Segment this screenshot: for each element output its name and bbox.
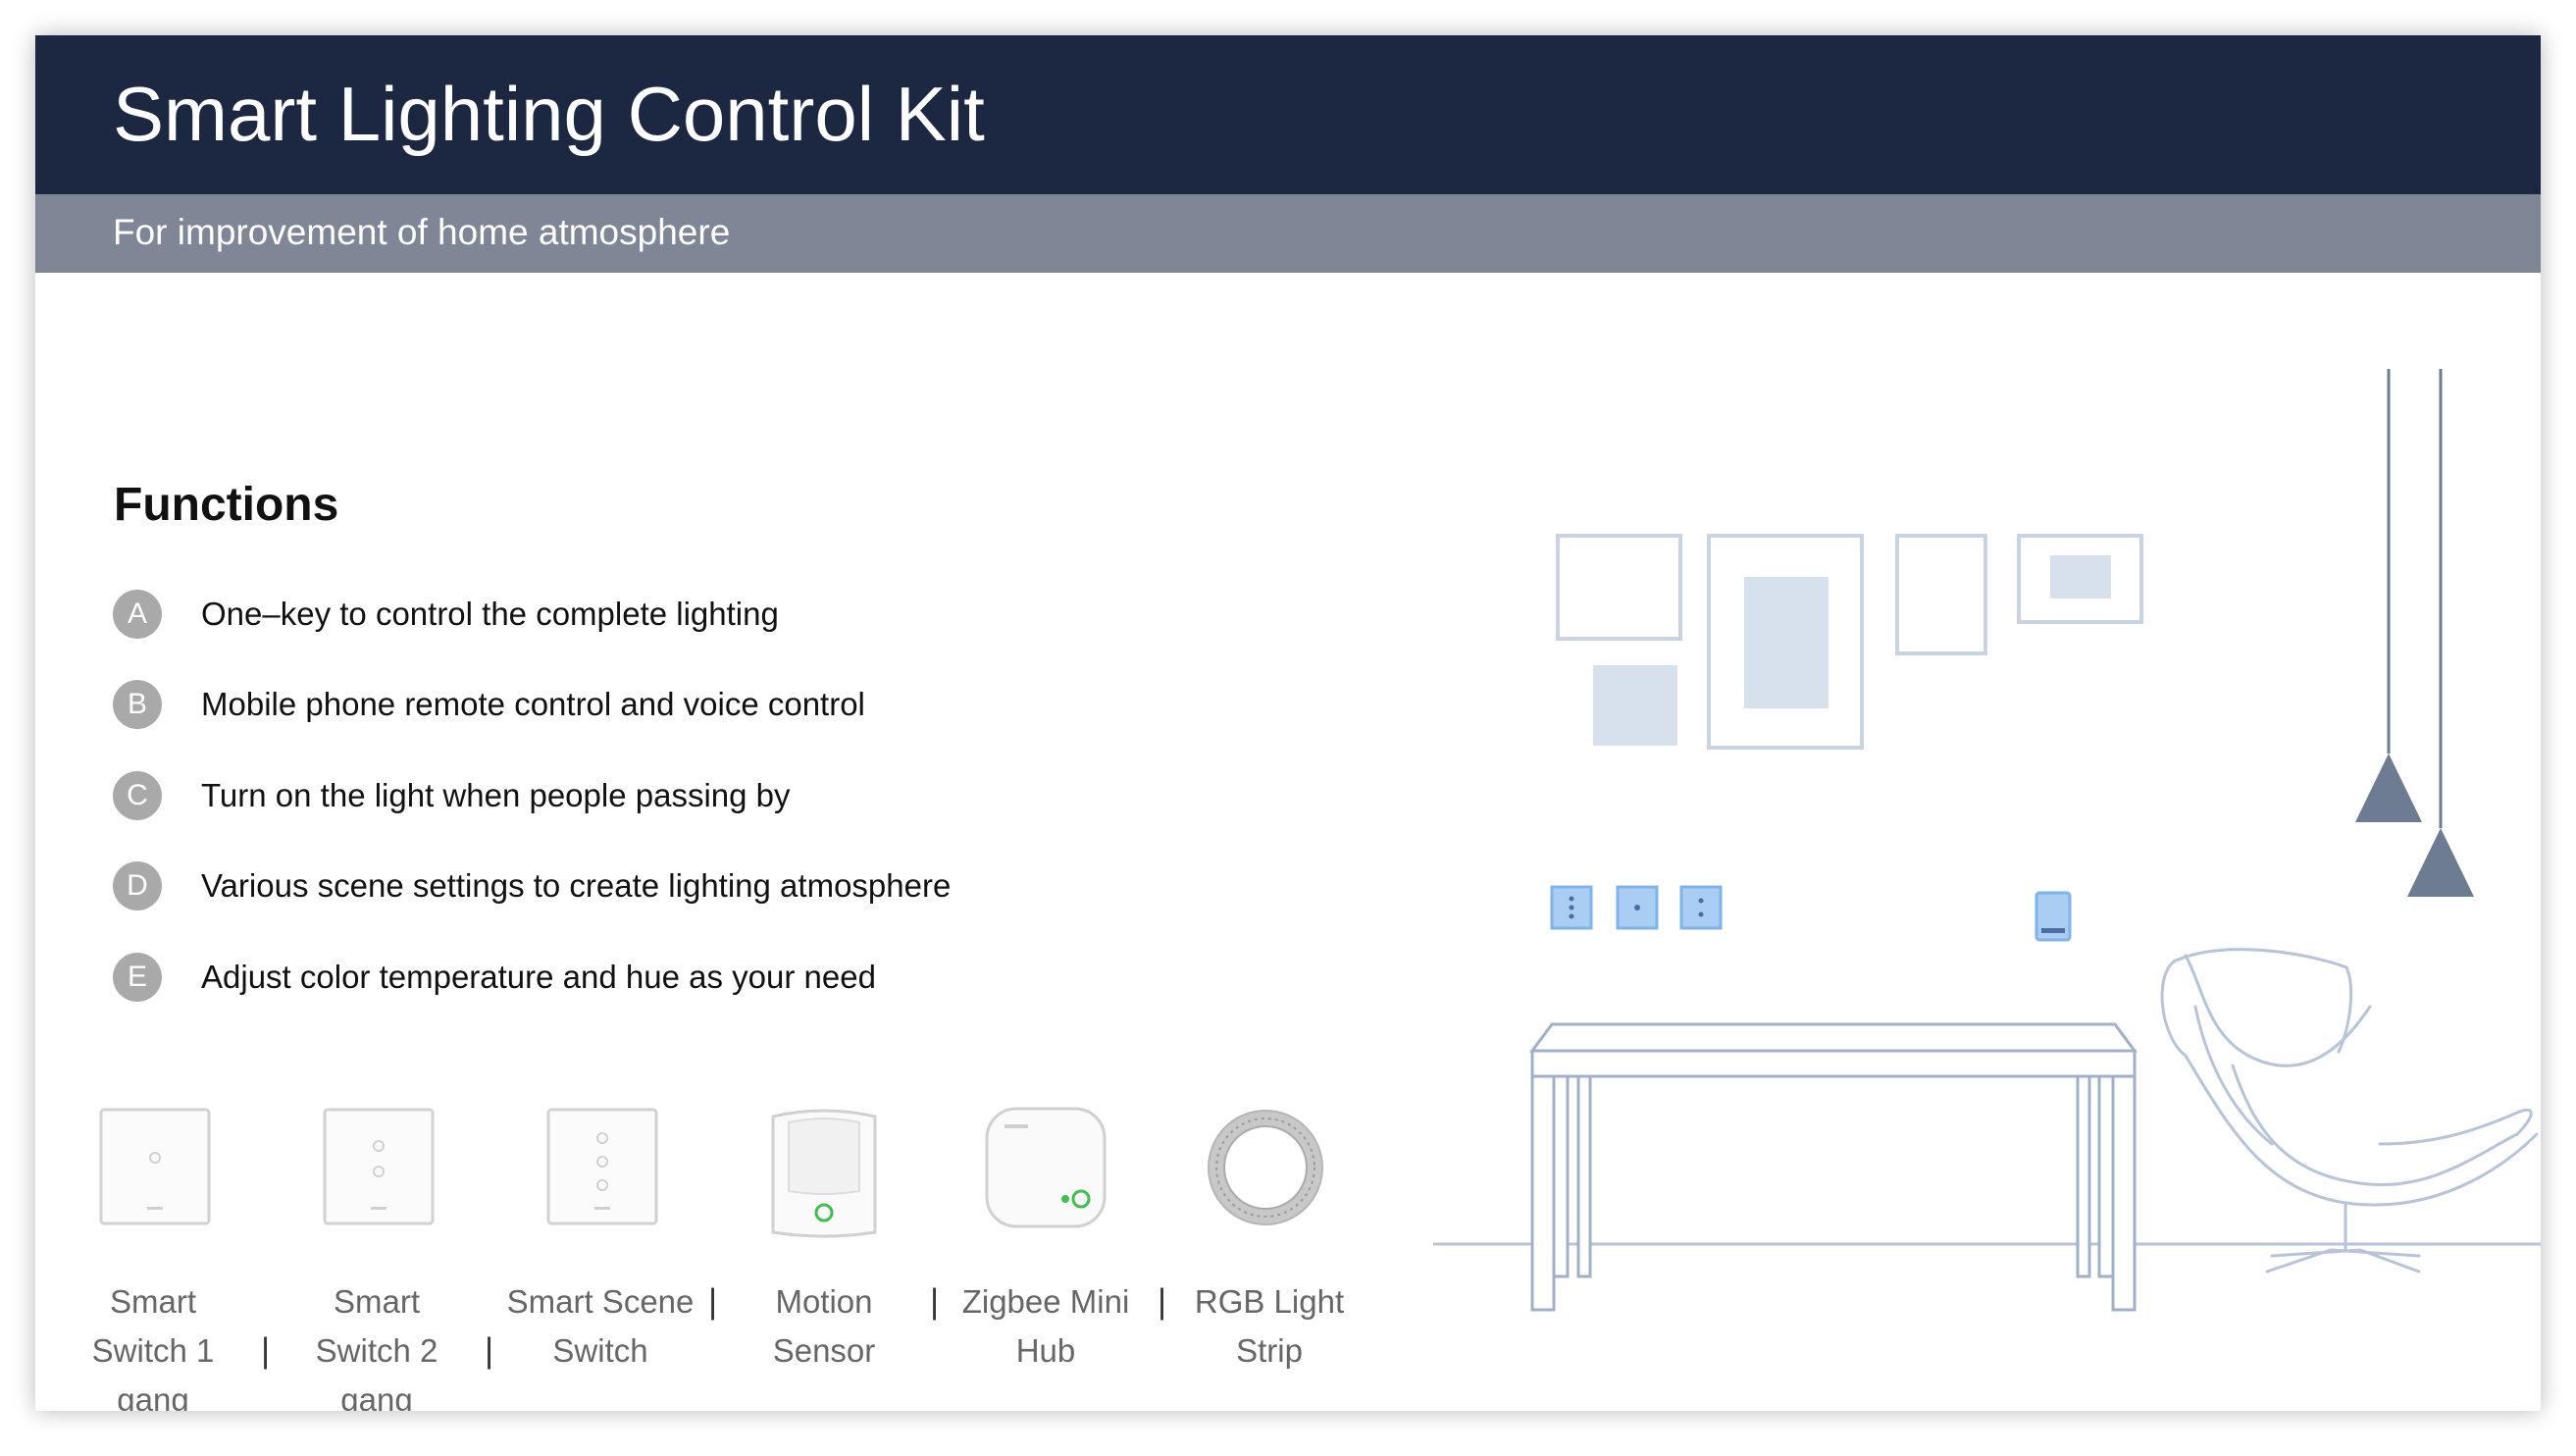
wall-devices bbox=[1550, 885, 2072, 942]
function-item-a: A One–key to control the complete lighti… bbox=[113, 590, 1094, 641]
function-item-b: B Mobile phone remote control and voice … bbox=[113, 680, 1094, 731]
picture-frames bbox=[1556, 534, 2143, 750]
function-text: Adjust color temperature and hue as your… bbox=[201, 959, 876, 995]
switch-2-gang-icon bbox=[323, 1108, 435, 1225]
pendant-lamps bbox=[2355, 369, 2474, 897]
separator: | bbox=[1158, 1282, 1167, 1321]
subtitle-bar: For improvement of home atmosphere bbox=[35, 194, 2541, 273]
product-slide: Smart Lighting Control Kit For improveme… bbox=[35, 35, 2541, 1411]
function-text: Turn on the light when people passing by bbox=[201, 777, 791, 813]
product-label: Motion Sensor bbox=[772, 1283, 876, 1369]
product-label: Smart Switch 1 gang bbox=[91, 1283, 215, 1411]
product-label: Smart Scene Switch bbox=[506, 1283, 695, 1369]
product-label: RGB Light Strip bbox=[1194, 1283, 1345, 1369]
lounge-chair bbox=[2160, 948, 2539, 1274]
functions-heading: Functions bbox=[114, 479, 339, 531]
function-item-e: E Adjust color temperature and hue as yo… bbox=[113, 953, 1094, 1004]
separator: | bbox=[708, 1282, 718, 1321]
scene-switch-icon bbox=[546, 1108, 658, 1225]
function-badge: A bbox=[113, 590, 162, 639]
separator: | bbox=[485, 1331, 494, 1370]
page-subtitle: For improvement of home atmosphere bbox=[113, 212, 731, 252]
page-title: Smart Lighting Control Kit bbox=[113, 71, 985, 157]
room-illustration bbox=[1433, 369, 2541, 1312]
title-bar: Smart Lighting Control Kit bbox=[35, 35, 2541, 194]
function-badge: C bbox=[113, 771, 162, 820]
zigbee-hub-icon bbox=[985, 1107, 1107, 1228]
separator: | bbox=[261, 1331, 271, 1370]
function-item-c: C Turn on the light when people passing … bbox=[113, 771, 1094, 822]
table bbox=[1529, 1022, 2138, 1312]
function-item-d: D Various scene settings to create light… bbox=[113, 861, 1094, 912]
switch-1-gang-icon bbox=[99, 1108, 211, 1225]
motion-sensor-icon bbox=[771, 1109, 877, 1238]
product-label: Smart Switch 2 gang bbox=[315, 1283, 438, 1411]
function-badge: D bbox=[113, 861, 162, 910]
function-text: One–key to control the complete lighting bbox=[201, 596, 779, 632]
function-badge: E bbox=[113, 953, 162, 1002]
separator: | bbox=[930, 1282, 940, 1321]
function-badge: B bbox=[113, 680, 162, 729]
light-strip-icon bbox=[1208, 1110, 1323, 1225]
function-text: Mobile phone remote control and voice co… bbox=[201, 686, 865, 722]
function-text: Various scene settings to create lightin… bbox=[201, 867, 952, 904]
product-label: Zigbee Mini Hub bbox=[961, 1283, 1130, 1369]
